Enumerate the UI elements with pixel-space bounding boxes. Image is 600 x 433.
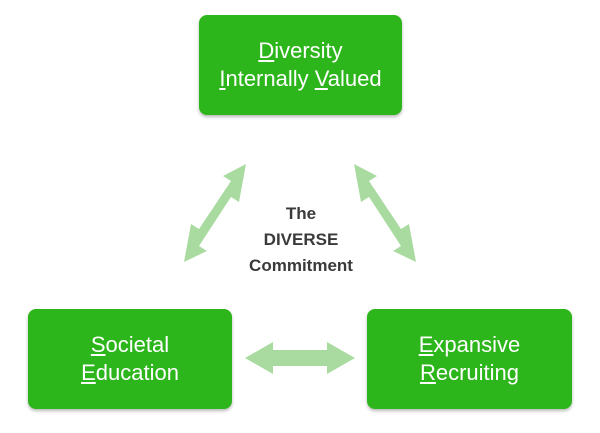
arrow-left-right xyxy=(245,342,355,374)
node-right-line-1: Expansive xyxy=(419,331,521,359)
arrow-top-right xyxy=(354,164,416,262)
center-label-line-2: DIVERSE xyxy=(263,230,339,249)
initial-letter: D xyxy=(258,38,275,63)
word-rest: xpansive xyxy=(433,332,521,357)
node-left-line-2: Education xyxy=(81,359,179,387)
initial-letter: R xyxy=(419,360,436,385)
node-societal-education: Societal Education xyxy=(28,309,232,409)
node-top-line-2: Internally Valued xyxy=(219,65,381,93)
initial-letter: S xyxy=(90,332,106,357)
initial-letter: I xyxy=(219,66,226,91)
node-top-line-1: Diversity xyxy=(258,37,342,65)
node-expansive-recruiting: Expansive Recruiting xyxy=(367,309,572,409)
word-rest: ocietal xyxy=(105,332,170,357)
center-label-line-3: Commitment xyxy=(249,256,353,275)
word-rest: ducation xyxy=(95,360,179,385)
arrow-top-left xyxy=(184,164,246,262)
node-left-line-1: Societal xyxy=(91,331,169,359)
word-rest: alued xyxy=(327,66,382,91)
initial-letter: V xyxy=(314,66,328,91)
initial-letter: E xyxy=(81,360,96,385)
word-rest: nternally xyxy=(225,66,315,91)
node-right-line-2: Recruiting xyxy=(420,359,519,387)
word-rest: ecruiting xyxy=(435,360,520,385)
center-label-line-1: The xyxy=(285,204,317,223)
node-diversity-internally-valued: Diversity Internally Valued xyxy=(199,15,402,115)
center-label: The DIVERSE Commitment xyxy=(244,201,358,279)
word-rest: iversity xyxy=(274,38,343,63)
initial-letter: E xyxy=(418,332,434,357)
